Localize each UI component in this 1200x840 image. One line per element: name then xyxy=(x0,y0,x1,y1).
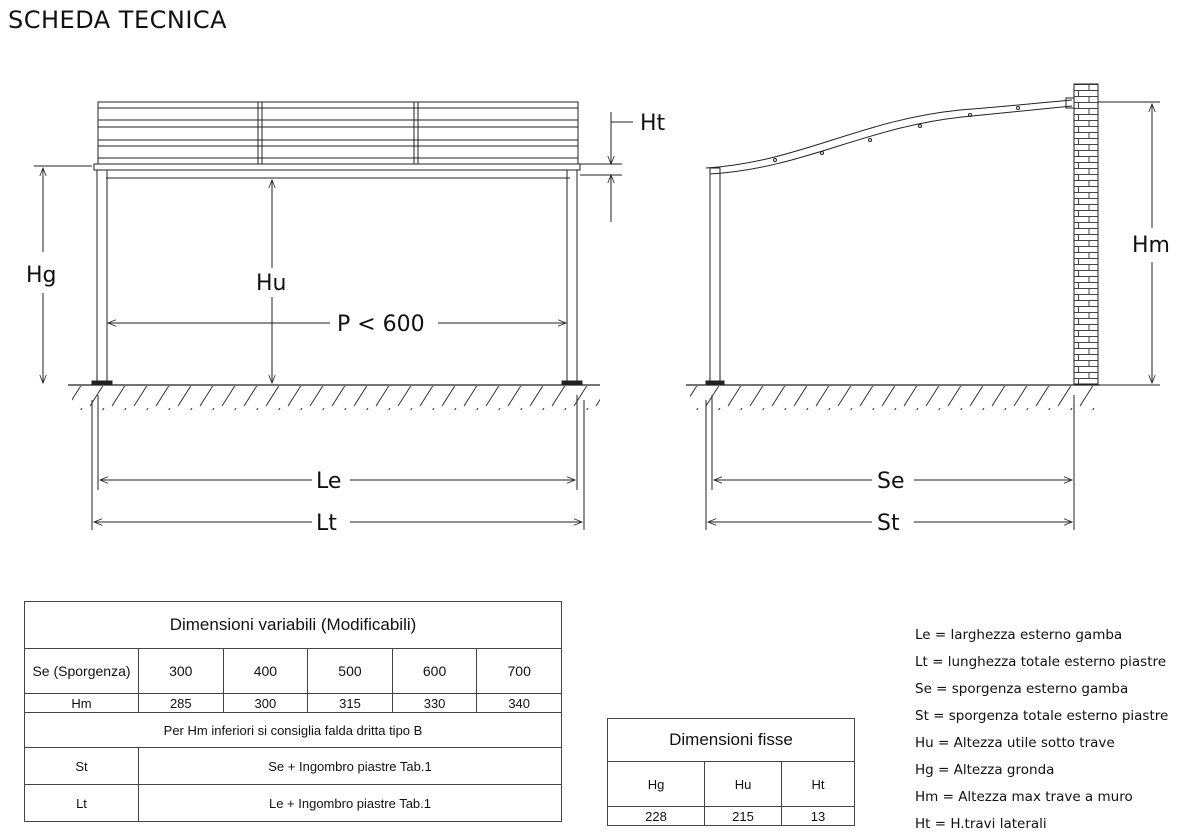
se-value: 500 xyxy=(307,648,393,694)
label-ht: Ht xyxy=(640,111,666,136)
variable-table-title: Dimensioni variabili (Modificabili) xyxy=(24,601,562,649)
se-label: Se (Sporgenza) xyxy=(24,648,139,694)
page-title: SCHEDA TECNICA xyxy=(8,6,228,34)
fixed-header: Hg xyxy=(607,761,705,807)
label-le: Le xyxy=(316,469,341,494)
hm-value: 300 xyxy=(222,693,309,713)
label-lt: Lt xyxy=(316,511,337,536)
label-p: P < 600 xyxy=(337,312,425,337)
lt-value: Le + Ingombro piastre Tab.1 xyxy=(138,784,562,822)
legend-item: Le = larghezza esterno gamba xyxy=(915,627,1123,643)
side-view xyxy=(686,83,1160,530)
st-value: Se + Ingombro piastre Tab.1 xyxy=(138,747,562,785)
legend-item: Lt = lunghezza totale esterno piastre xyxy=(915,654,1167,670)
front-view xyxy=(34,101,633,530)
label-se: Se xyxy=(877,469,905,494)
st-label: St xyxy=(24,747,139,785)
fixed-value: 13 xyxy=(781,806,855,826)
hm-value: 340 xyxy=(476,693,562,713)
legend-item: St = sporgenza totale esterno piastre xyxy=(915,708,1169,724)
legend-item: Hg = Altezza gronda xyxy=(915,762,1055,778)
hm-value: 285 xyxy=(138,693,224,713)
hm-note: Per Hm inferiori si consiglia falda drit… xyxy=(24,712,562,748)
label-hg: Hg xyxy=(26,263,57,288)
fixed-header: Hu xyxy=(704,761,782,807)
se-value: 300 xyxy=(138,648,224,694)
legend-item: Se = sporgenza esterno gamba xyxy=(915,681,1129,697)
brick-wall xyxy=(1073,83,1099,385)
se-value: 400 xyxy=(222,648,309,694)
label-hm: Hm xyxy=(1132,233,1170,258)
hm-value: 330 xyxy=(391,693,478,713)
fixed-table-title: Dimensioni fisse xyxy=(607,718,855,762)
se-value: 600 xyxy=(391,648,478,694)
label-hu: Hu xyxy=(256,271,287,296)
lt-label: Lt xyxy=(24,784,139,822)
legend-item: Ht = H.travi laterali xyxy=(915,816,1047,832)
variable-dimensions-table: Dimensioni variabili (Modificabili) Se (… xyxy=(24,601,562,822)
label-st: St xyxy=(877,511,900,536)
fixed-value: 215 xyxy=(704,806,782,826)
se-value: 700 xyxy=(476,648,562,694)
legend-item: Hm = Altezza max trave a muro xyxy=(915,789,1133,805)
technical-drawing: Ht Hg Hu P < 600 Le Lt Hm Se St xyxy=(26,83,1170,536)
fixed-header: Ht xyxy=(781,761,855,807)
fixed-value: 228 xyxy=(607,806,705,826)
legend: Le = larghezza esterno gamba Lt = lunghe… xyxy=(915,624,1168,840)
hm-label: Hm xyxy=(24,693,139,713)
legend-item: Hu = Altezza utile sotto trave xyxy=(915,735,1115,751)
fixed-dimensions-table: Dimensioni fisse Hg Hu Ht 228 215 13 xyxy=(607,718,855,826)
hm-value: 315 xyxy=(307,693,393,713)
